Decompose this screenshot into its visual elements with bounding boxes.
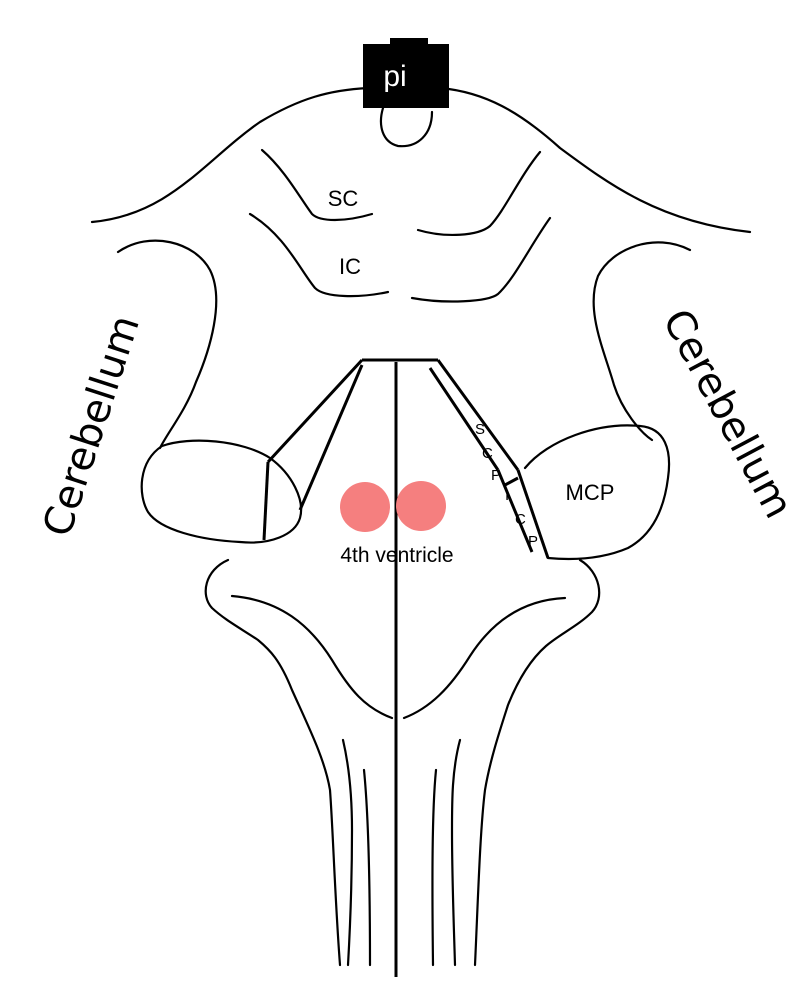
pineal-label: pi bbox=[383, 60, 406, 93]
marker-left bbox=[340, 482, 390, 532]
scp-letter-c: C bbox=[482, 445, 493, 462]
fourth-ventricle-label: 4th ventricle bbox=[340, 544, 453, 567]
inferior-colliculus-label: IC bbox=[339, 254, 361, 279]
cerebellum-right-label: Cerebellum bbox=[653, 302, 801, 526]
icp-letter-i: I bbox=[505, 487, 509, 504]
pineal-box bbox=[363, 44, 449, 108]
superior-colliculus-label: SC bbox=[328, 186, 359, 211]
scp-letter-s: S bbox=[475, 421, 485, 438]
cerebellum-left-label: Cerebellum bbox=[34, 310, 149, 542]
icp-letter-c: C bbox=[515, 511, 526, 528]
ventricle-markers bbox=[340, 481, 446, 532]
scp-letters: S C P bbox=[475, 421, 501, 484]
scp-letter-p: P bbox=[491, 467, 501, 484]
pineal-label-box: pi bbox=[363, 38, 449, 108]
icp-letters: I C P bbox=[505, 487, 538, 550]
ventricle-outline bbox=[262, 358, 550, 977]
marker-right bbox=[396, 481, 446, 531]
pineal-box-notch bbox=[390, 38, 428, 48]
mcp-label: MCP bbox=[566, 480, 615, 505]
icp-letter-p: P bbox=[528, 533, 538, 550]
outline-lines bbox=[90, 86, 752, 967]
